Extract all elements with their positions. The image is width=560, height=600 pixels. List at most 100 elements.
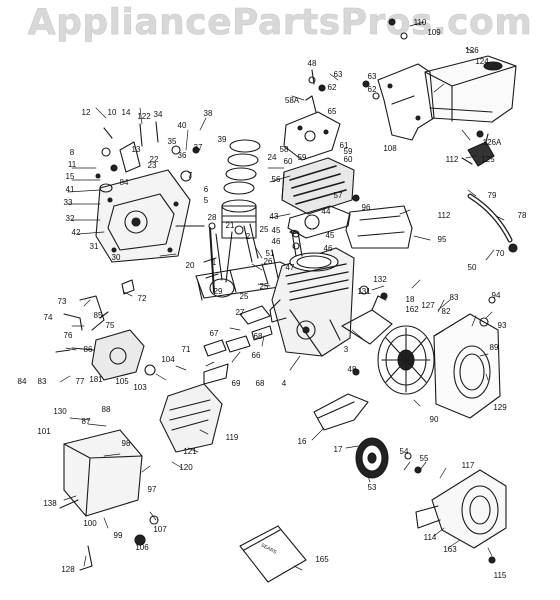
part-number-label: 131	[357, 287, 371, 296]
fuel-tank	[424, 55, 517, 123]
part-number-label: 165	[315, 555, 329, 564]
part-number-label: 18	[405, 295, 415, 304]
part-number-label: 84	[17, 377, 27, 386]
part-number-label: 62	[327, 83, 337, 92]
part-number-label: 126	[465, 46, 479, 55]
part-number-label: 21	[225, 221, 235, 230]
part-number-label: 127	[421, 301, 435, 310]
part-number-label: 68	[255, 379, 265, 388]
part-number-label: 79	[487, 191, 497, 200]
part-number-label: 41	[65, 185, 75, 194]
head-gasket	[287, 205, 351, 239]
part-number-label: 58A	[284, 96, 300, 105]
part-number-label: 2	[245, 232, 251, 241]
carb-linkage	[79, 295, 109, 331]
part-number-label: 7	[187, 171, 193, 180]
intake-gaskets	[203, 305, 273, 357]
lower-baffle	[313, 393, 369, 431]
part-number-label: 117	[461, 461, 475, 470]
part-number-label: 3	[343, 345, 349, 354]
part-number-label: 163	[443, 545, 457, 554]
part-number-label: 22	[149, 155, 159, 164]
part-number-label: 48	[347, 365, 357, 374]
part-number-label: 4	[281, 379, 287, 388]
part-number-label: 63	[333, 70, 343, 79]
part-number-label: 36	[177, 151, 187, 160]
part-number-label: 39	[217, 135, 227, 144]
part-number-label: 45	[271, 226, 281, 235]
part-number-label: 56	[271, 175, 281, 184]
piston	[221, 199, 257, 239]
part-number-label: 54	[399, 447, 409, 456]
part-number-label: 65	[327, 107, 337, 116]
part-number-label: 32	[65, 214, 75, 223]
part-number-label: 132	[373, 275, 387, 284]
part-number-label: 25	[259, 225, 269, 234]
part-number-label: 162	[405, 305, 419, 314]
crankcase-cover	[95, 169, 191, 263]
leader-lines	[59, 21, 505, 571]
part-number-label: 50	[467, 263, 477, 272]
starter-pulley	[355, 437, 389, 479]
part-number-label: 96	[361, 203, 371, 212]
fuel-line	[467, 193, 518, 253]
part-number-label: 23	[147, 161, 157, 170]
piston-rings	[223, 139, 261, 195]
part-number-label: 59	[343, 147, 353, 156]
part-number-label: 122	[137, 112, 151, 121]
part-number-label: 13	[131, 145, 141, 154]
part-number-label: 68	[253, 332, 263, 341]
part-number-label: 14	[121, 108, 131, 117]
part-number-label: 107	[153, 525, 167, 534]
part-number-label: 27	[235, 308, 245, 317]
part-number-label: 57	[333, 191, 343, 200]
part-number-label: 53	[367, 483, 377, 492]
part-number-label: 112	[437, 211, 451, 220]
owners-manual	[239, 525, 307, 583]
part-number-label: 17	[333, 445, 343, 454]
fuel-fitting	[461, 130, 495, 167]
part-number-label: 108	[383, 144, 397, 153]
part-number-label: 67	[209, 329, 219, 338]
part-number-label: 59	[297, 153, 307, 162]
part-number-label: 30	[111, 253, 121, 262]
part-number-label: 110	[413, 18, 427, 27]
part-number-label: 42	[71, 228, 81, 237]
part-number-label: 20	[185, 261, 195, 270]
part-number-label: 12	[81, 108, 91, 117]
part-number-label: 58	[279, 145, 289, 154]
part-number-label: 8	[69, 148, 75, 157]
part-number-label: 6	[203, 185, 209, 194]
blower-housing	[433, 313, 501, 419]
part-number-label: 112	[445, 155, 459, 164]
part-number-label: 10	[107, 108, 117, 117]
part-number-label: 66	[251, 351, 261, 360]
part-number-label: 43	[269, 212, 279, 221]
small-hardware	[79, 18, 496, 571]
part-number-label: 106	[135, 543, 149, 552]
part-number-label: 40	[177, 121, 187, 130]
part-number-label: 46	[271, 237, 281, 246]
part-number-label: 93	[497, 321, 507, 330]
air-cleaner	[159, 383, 223, 453]
air-guide	[345, 205, 413, 249]
part-number-label: 60	[343, 155, 353, 164]
dipstick	[208, 222, 259, 293]
part-number-label: 101	[37, 427, 51, 436]
part-number-label: 78	[517, 211, 527, 220]
part-number-label: 99	[113, 531, 123, 540]
part-number-label: 83	[37, 377, 47, 386]
part-number-label: 114	[423, 533, 437, 542]
part-number-label: 5	[203, 196, 209, 205]
tank-support-bracket	[121, 225, 205, 295]
part-number-label: 129	[493, 403, 507, 412]
part-number-label: 124	[475, 57, 489, 66]
part-number-label: 85	[93, 311, 103, 320]
part-number-label: 11	[67, 160, 77, 169]
tank-bracket	[377, 63, 435, 141]
part-number-label: 63	[367, 72, 377, 81]
part-number-label: 24	[267, 153, 277, 162]
part-number-label: 130	[53, 407, 67, 416]
part-number-label: 73	[57, 297, 67, 306]
